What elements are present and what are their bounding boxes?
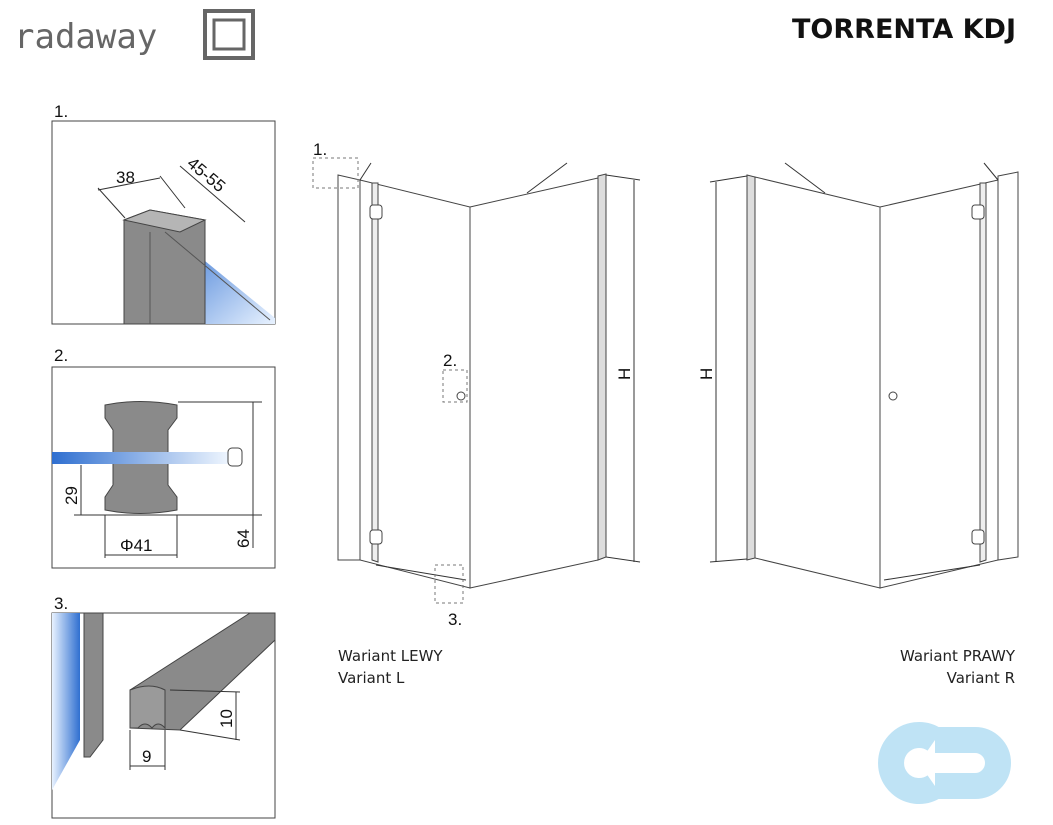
right-caption-pl: Wariant PRAWY xyxy=(900,647,1016,665)
callout-2: 2. xyxy=(443,351,457,370)
dim-9: 9 xyxy=(142,747,151,766)
detail-3-panel: 10 9 xyxy=(51,612,276,819)
dim-64: 64 xyxy=(234,529,253,548)
dim-10: 10 xyxy=(217,709,236,728)
left-variant-drawing: 1. 2. 3. H xyxy=(312,140,641,629)
radaway-logo: radaway xyxy=(14,9,255,60)
detail-2-panel: 29 64 Φ41 xyxy=(51,366,276,569)
left-caption-en: Variant L xyxy=(338,669,405,687)
left-caption-pl: Wariant LEWY xyxy=(338,647,443,665)
right-height-label: H xyxy=(697,368,716,380)
product-title: TORRENTA KDJ xyxy=(792,14,1016,45)
dim-29: 29 xyxy=(62,486,81,505)
detail-1-label: 1. xyxy=(54,102,68,121)
watermark-logo xyxy=(878,722,1011,804)
callout-1: 1. xyxy=(313,140,327,159)
detail-1-panel: 38 45-55 xyxy=(51,120,276,325)
dim-38: 38 xyxy=(116,168,135,187)
callout-3: 3. xyxy=(448,610,462,629)
dim-phi41: Φ41 xyxy=(120,536,152,555)
svg-text:radaway: radaway xyxy=(14,17,157,57)
detail-3-label: 3. xyxy=(54,594,68,613)
right-variant-drawing: H xyxy=(697,162,1019,589)
right-caption-en: Variant R xyxy=(947,669,1015,687)
detail-2-label: 2. xyxy=(54,346,68,365)
left-height-label: H xyxy=(615,368,634,380)
